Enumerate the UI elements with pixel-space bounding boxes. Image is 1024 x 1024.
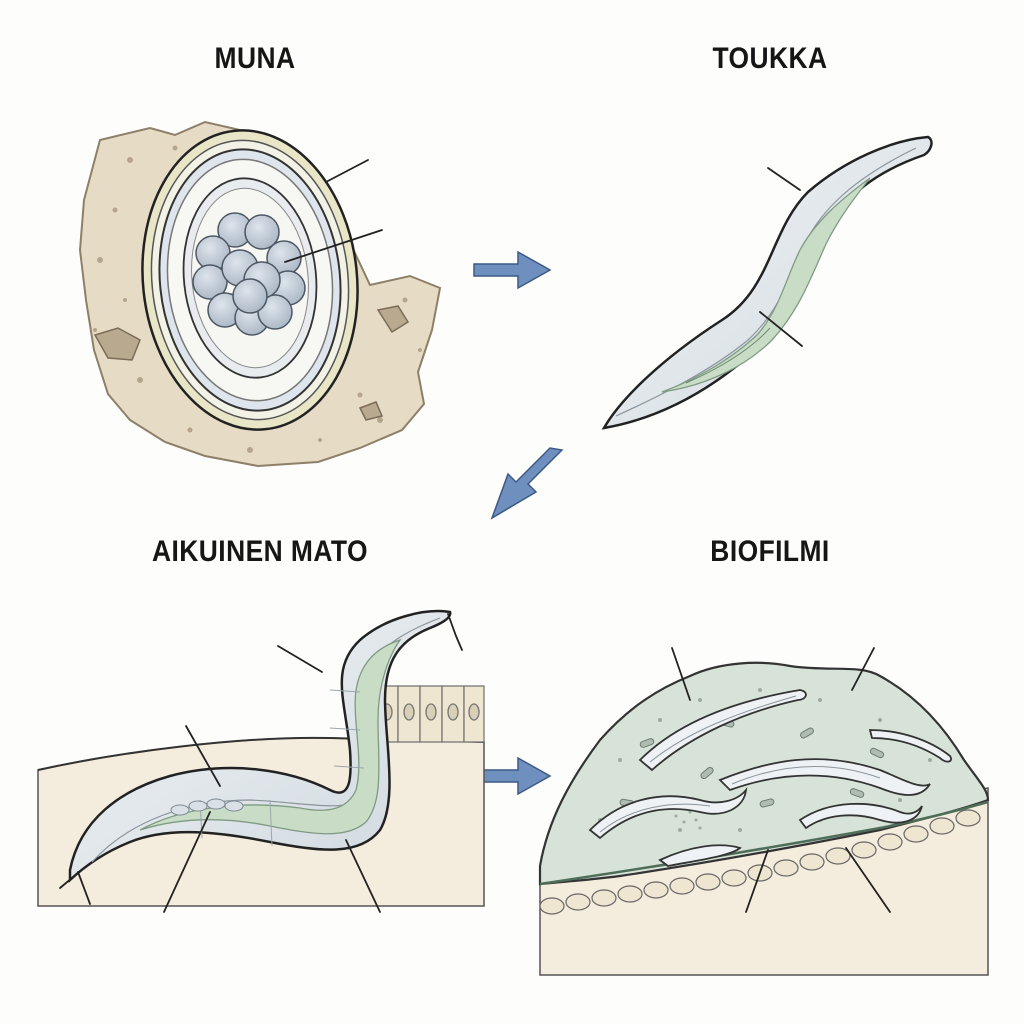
larva-stage-title: TOUKKA xyxy=(712,42,828,75)
arrow-egg-to-larva xyxy=(473,250,552,290)
arrow-adult-to-biofilm xyxy=(473,756,552,796)
epithelial-cell-layer xyxy=(539,809,981,915)
biofilm-illustration xyxy=(538,647,990,976)
adult-worm-gut xyxy=(139,638,402,835)
adult-worm-illustration xyxy=(37,609,485,913)
epithelial-cells xyxy=(375,685,485,743)
biofilm-stage-title: BIOFILMI xyxy=(710,535,830,568)
larva-body xyxy=(601,135,933,430)
larva-illustration xyxy=(601,135,933,430)
adult-stage-title: AIKUINEN MATO xyxy=(152,535,368,568)
egg-illustration xyxy=(78,120,442,468)
egg-stage-title: MUNA xyxy=(214,42,296,75)
arrow-larva-to-adult xyxy=(490,447,564,520)
larva-gut xyxy=(661,177,871,393)
